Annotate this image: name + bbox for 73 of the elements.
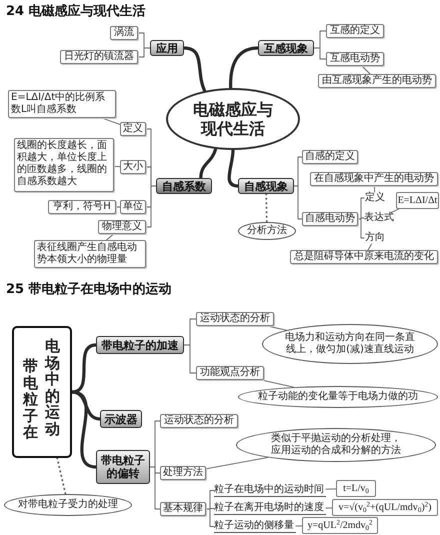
central-topic-frame (12, 326, 72, 458)
topic-box: 互感电动势 (326, 52, 384, 66)
branch-topic-box: 自感系数 (156, 178, 212, 194)
topic-text: 定义 (364, 192, 386, 204)
topic-box: 自感的定义 (302, 150, 358, 164)
topic-box: 单位 (120, 200, 146, 214)
speech-bubble: 粒子动能的变化量等于电场力做的功 (238, 386, 438, 408)
connector-line (150, 466, 160, 510)
underlined-text: 粒子在电场中的运动时间 (214, 484, 326, 497)
speech-bubble: 电场力和运动方向在同一条直线上，做匀加(减)速直线运动 (262, 324, 438, 364)
connector-line (146, 186, 156, 228)
branch-topic-box: 带电粒子的加速 (96, 336, 184, 354)
connector-line (368, 244, 372, 250)
connector-line (362, 66, 370, 74)
vertical-title-text: 带电粒子在 (23, 358, 38, 440)
branch-topic-box: 应用 (150, 40, 184, 56)
underlined-text: 粒子运动的侧移量 (214, 520, 296, 533)
connector-line (106, 234, 114, 240)
note-box: E=LΔI/Δt中的比例系数L叫自感系数 (8, 90, 116, 118)
underlined-text: 粒子在离开电场时的速度 (214, 502, 326, 515)
topic-box: 日光灯的镇流器 (60, 50, 138, 64)
connector-line (326, 488, 336, 490)
topic-box: 运动状态的分析 (196, 312, 274, 326)
connector-line (392, 208, 400, 212)
branch-topic-box: 带电粒子的偏转 (96, 450, 150, 484)
topic-text: 方向 (364, 232, 386, 244)
branch-curve (228, 148, 240, 188)
connector-line (358, 198, 364, 220)
note-box: 线圈的长度越长，面积越大，单位长度上的匝数越多，线圈的自感系数越大 (14, 138, 114, 192)
connector-line (314, 48, 326, 60)
thought-bubble: 对带电粒子受力的处理 (4, 494, 132, 516)
connector-line (138, 48, 150, 58)
branch-curve (229, 46, 260, 90)
branch-topic-box: 示波器 (100, 410, 142, 428)
topic-box: 大小 (120, 160, 146, 174)
topic-box: 在自感现象中产生的电动势 (310, 172, 438, 186)
topic-box: 物理意义 (98, 220, 146, 234)
connector-line (114, 166, 120, 168)
topic-box: 涡流 (110, 26, 138, 40)
branch-curve (182, 46, 206, 92)
section-heading: 25 带电粒子在电场中的运动 (6, 282, 172, 298)
topic-box: 运动状态的分析 (160, 414, 238, 428)
thought-bubble: 分析方法 (238, 222, 296, 240)
formula-box: E=LΔI/Δt (396, 192, 439, 209)
topic-text: 表达式 (364, 212, 394, 224)
topic-box: 亨利，符号H (48, 200, 116, 214)
connector-line (206, 508, 214, 527)
topic-box: 处理方法 (160, 466, 206, 480)
branch-curve (199, 147, 218, 180)
topic-box: 基本规律 (160, 502, 206, 516)
topic-box: 功能观点分析 (196, 366, 264, 380)
topic-box: 自感电动势 (302, 212, 358, 226)
formula-box: v=√(v$_{0}$$^{2}$+(qUL/mdv$_{0}$)$^{2}$) (332, 499, 438, 516)
branch-topic-box: 自感现象 (238, 178, 294, 194)
topic-box: 由互感现象产生的电动势 (318, 74, 436, 88)
section-heading: 24 电磁感应与现代生活 (6, 4, 146, 20)
connector-line (374, 186, 376, 192)
formula-box: t=L/v$_{0}$ (336, 480, 376, 497)
connector-line (358, 218, 364, 238)
topic-box: 定义 (120, 122, 146, 136)
vertical-title-text: 电场中的运动 (45, 338, 60, 437)
topic-box: 总是阻碍导体中原来电流的变化 (290, 250, 438, 264)
dotted-connector (265, 193, 268, 223)
topic-box: 互感的定义 (326, 24, 384, 38)
note-box: 表征线圈产生自感电动势本领大小的物理量 (34, 240, 146, 268)
connector-line (206, 457, 268, 470)
branch-topic-box: 互感现象 (258, 40, 314, 56)
branch-curve (70, 390, 98, 469)
connector-line (184, 344, 196, 374)
central-topic-ellipse: 电磁感应与现代生活 (166, 88, 300, 150)
dotted-connector (56, 457, 66, 495)
speech-bubble: 类似于平抛运动的分析处理，应用运动的合成和分解的方法 (236, 428, 436, 462)
connector-line (101, 118, 120, 125)
